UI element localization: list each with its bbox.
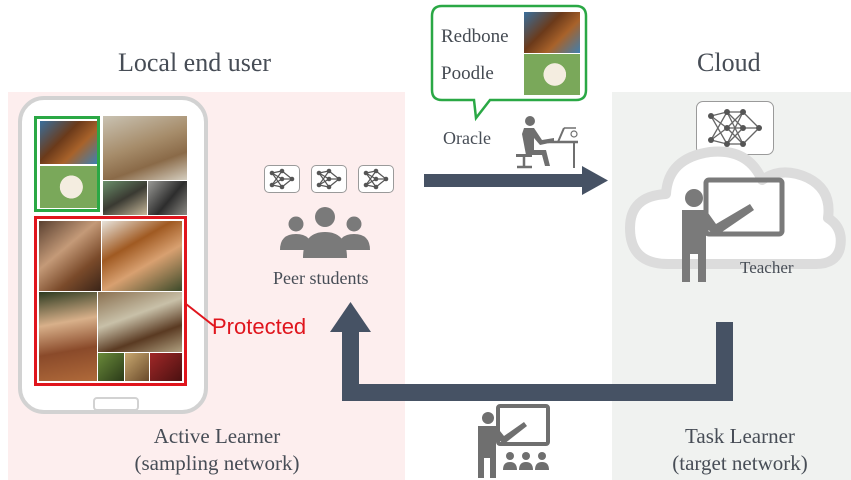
network-icon xyxy=(264,165,300,193)
local-end-user-title: Local end user xyxy=(118,48,272,77)
oracle-person-icon xyxy=(516,116,578,169)
task-learner-caption-line1: Task Learner xyxy=(685,424,795,448)
poodle-dog-image xyxy=(40,166,97,208)
poodle-label: Poodle xyxy=(441,63,494,84)
teacher-students-icon xyxy=(478,404,550,478)
small-dog-image-3 xyxy=(150,353,182,381)
woman-with-poodle-image xyxy=(39,292,97,381)
oracle-label: Oracle xyxy=(443,128,491,148)
protected-label: Protected xyxy=(212,314,307,339)
bubble-redbone-image xyxy=(524,12,580,53)
dog-group-image xyxy=(103,181,147,215)
teacher-icon xyxy=(682,177,785,282)
small-dog-image-1 xyxy=(98,353,124,381)
boy-with-dog-image xyxy=(102,221,182,291)
people-group-icon xyxy=(280,207,370,258)
labeled-images-box xyxy=(34,116,100,212)
active-learner-caption-line2: (sampling network) xyxy=(134,451,300,475)
black-dog-image xyxy=(148,181,187,215)
hound-dog-image xyxy=(103,116,187,180)
protected-images-box xyxy=(34,216,187,386)
cloud-title: Cloud xyxy=(697,48,761,77)
task-learner-caption-line2: (target network) xyxy=(672,451,808,475)
network-icon xyxy=(358,165,394,193)
protected-leader-line xyxy=(185,303,215,327)
redbone-label: Redbone xyxy=(441,26,509,47)
redbone-dog-image xyxy=(40,121,97,164)
active-learner-caption-line1: Active Learner xyxy=(153,424,281,448)
dog-show-image xyxy=(98,292,182,352)
oracle-to-cloud-arrow xyxy=(424,166,608,195)
small-dog-image-2 xyxy=(125,353,149,381)
network-icon xyxy=(311,165,347,193)
cloud-network-icon xyxy=(696,101,774,155)
man-with-dogs-image xyxy=(39,221,101,291)
phone-home-button xyxy=(93,397,139,411)
teacher-label: Teacher xyxy=(740,258,794,277)
cloud-to-students-arrow xyxy=(330,302,733,401)
bubble-poodle-image xyxy=(524,54,580,95)
peer-students-label: Peer students xyxy=(273,268,369,288)
